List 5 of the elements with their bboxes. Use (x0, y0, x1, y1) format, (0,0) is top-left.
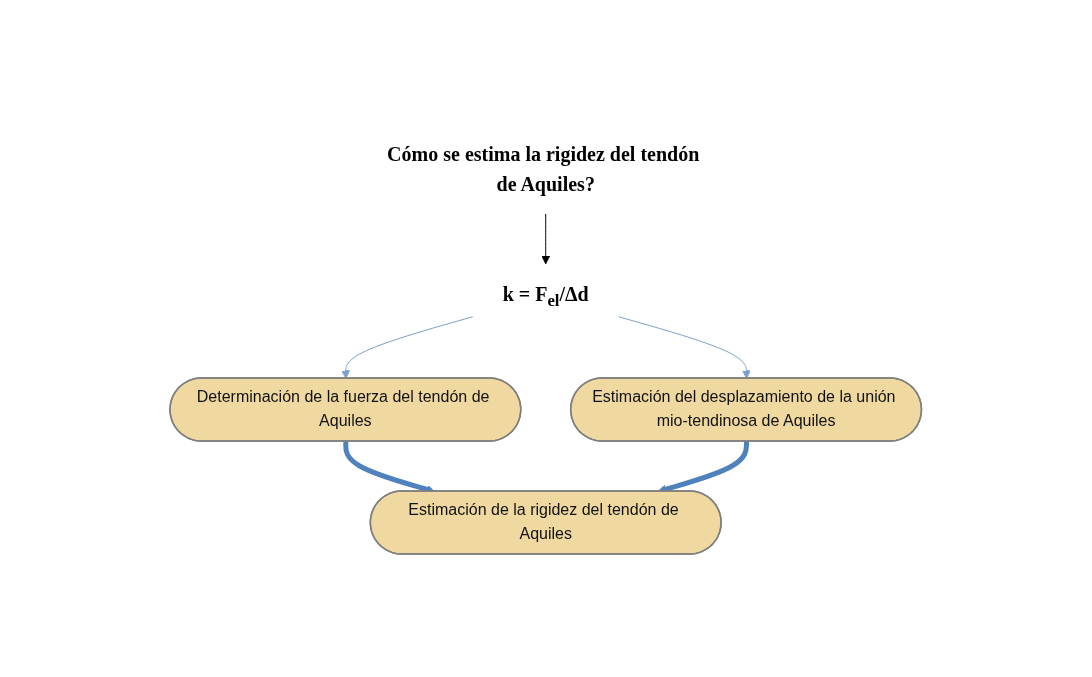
arrow (341, 315, 474, 379)
node-text: Cómo se estima la rigidez del tendón de Aquiles? (387, 142, 700, 195)
arrow (618, 315, 752, 379)
arrow (541, 213, 551, 264)
node-text: k = F$_{el}$/Δd (502, 282, 589, 310)
